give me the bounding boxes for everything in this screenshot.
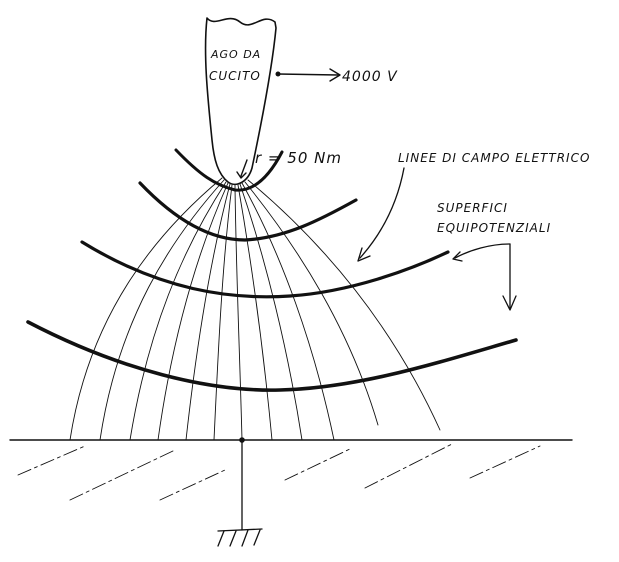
needle-label-line2: CUCITO xyxy=(209,69,261,83)
field-lines xyxy=(69,177,441,441)
equipotential-arc-2 xyxy=(138,181,358,242)
radius-label: r = 50 Nm xyxy=(255,149,342,167)
needle-label-line1: AGO DA xyxy=(210,48,261,61)
voltage-arrow xyxy=(275,68,341,82)
field-lines-pointer xyxy=(357,167,405,262)
equipotential-label-line1: SUPERFICI xyxy=(437,201,508,215)
radius-marker xyxy=(236,159,248,179)
voltage-label: 4000 V xyxy=(342,69,398,85)
equipotential-arc-1 xyxy=(174,148,284,192)
equipotential-label-line2: EQUIPOTENZIALI xyxy=(437,221,551,235)
equipotential-arc-3 xyxy=(80,240,450,299)
equipotential-surfaces xyxy=(26,148,518,392)
needle-outline xyxy=(204,17,277,186)
ground-hatching xyxy=(17,443,541,501)
ground-symbol xyxy=(217,528,263,547)
field-lines-label: LINEE DI CAMPO ELETTRICO xyxy=(398,151,590,165)
equipotential-arc-4 xyxy=(26,320,518,392)
equipotential-pointers xyxy=(452,243,517,311)
